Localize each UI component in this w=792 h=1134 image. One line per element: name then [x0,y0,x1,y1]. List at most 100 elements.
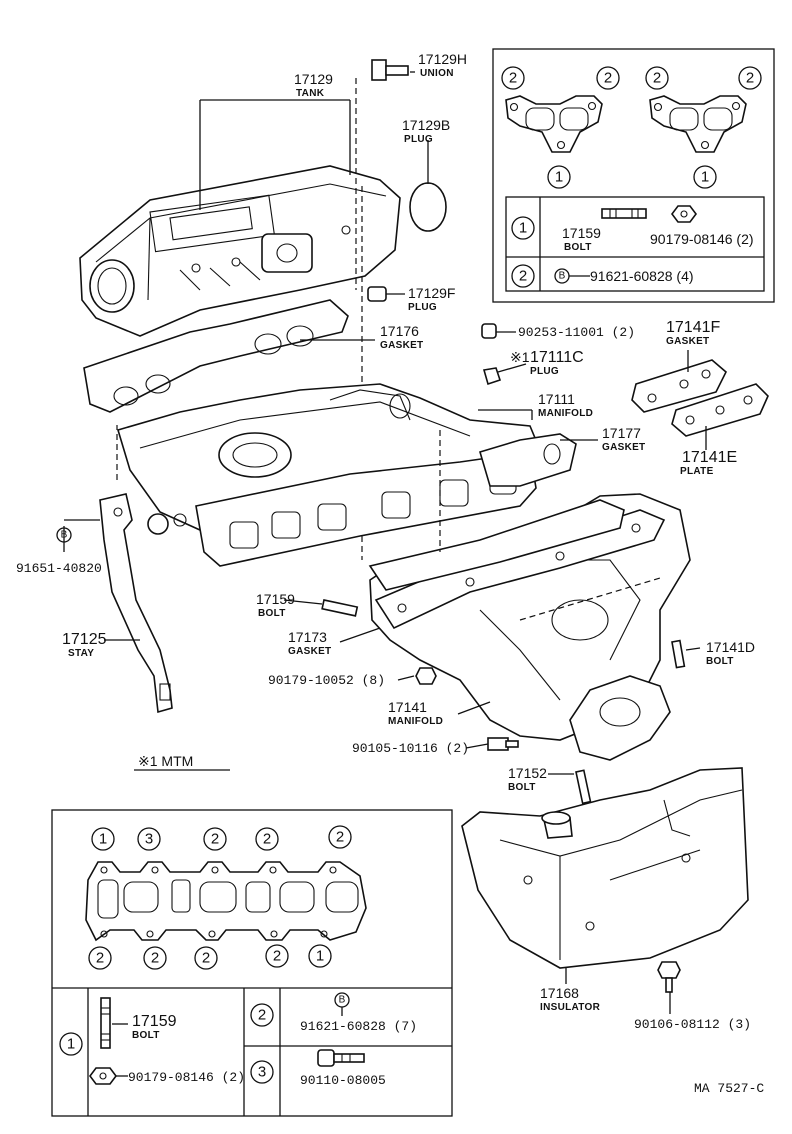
plug-17129f [367,286,387,302]
label-17111c: 17111C [530,349,584,366]
label-17159-sub: BOLT [258,608,286,619]
gasket-17141f [631,359,727,413]
label-90105: 90105-10116 (2) [352,741,469,756]
bl-top-circle-5: 2 [336,829,344,846]
label-17168-sub: INSULATOR [540,1002,601,1013]
label-17125: 17125 [62,631,107,648]
label-17141f: 17141F [666,319,720,336]
label-17152-sub: BOLT [508,782,536,793]
inset-nut-pn: 90179-08146 (2) [650,231,754,247]
bl-nut-icon [89,1067,117,1085]
plug-17129b [409,182,447,232]
bl-bolt-sub: BOLT [132,1030,160,1041]
bl-row3-key: 3 [258,1064,266,1081]
inset-circle-2-c: 2 [653,70,661,87]
label-17141f-sub: GASKET [666,336,709,347]
label-17173-sub: GASKET [288,646,331,657]
inset-circle-2-a: 2 [509,70,517,87]
label-17152: 17152 [508,765,547,781]
label-17129h-sub: UNION [420,68,454,79]
inset-frame [492,48,775,303]
bl-intake-gasket [85,861,367,942]
label-17141d: 17141D [706,639,755,655]
b-marker-91651: B [61,530,68,541]
bl-row1-key: 1 [67,1036,75,1053]
union-17129h [371,59,409,81]
label-17173: 17173 [288,629,327,645]
label-17141: 17141 [388,699,427,715]
inset-circle-1-b: 1 [701,169,709,186]
bl-stud-bolt-icon [100,997,111,1049]
bl-nut-pn: 90179-08146 (2) [128,1070,245,1085]
label-17129f: 17129F [408,285,455,301]
inset-bolt-pn: 17159 [562,225,601,241]
label-90179-10052: 90179-10052 (8) [268,673,385,688]
label-90253: 90253-11001 (2) [518,325,635,340]
bolt-17159-main [321,599,359,617]
drawing-code: MA 7527-C [694,1081,764,1096]
inset-row2-key: 2 [519,268,527,285]
bl-bot-circle-1: 2 [96,950,104,967]
label-17177: 17177 [602,425,641,441]
label-mtm-note: ※1 MTM [138,753,193,769]
label-17129b: 17129B [402,117,450,133]
label-17111: 17111 [538,391,575,407]
label-17111c-mark: ※1 [510,349,530,365]
insulator-17168 [461,767,749,969]
bl-bolt-pn: 17159 [132,1013,177,1030]
inset-table [505,196,765,292]
inset-circle-2-b: 2 [604,70,612,87]
bl-top-circle-3: 2 [211,831,219,848]
label-17168: 17168 [540,985,579,1001]
label-17141e: 17141E [682,449,737,466]
inset-b-marker: B [559,271,566,282]
bl-top-circle-4: 2 [263,831,271,848]
label-17176-sub: GASKET [380,340,423,351]
label-17176: 17176 [380,323,419,339]
nut-90179-10052 [415,667,437,685]
inset-intake-gasket-detail: 1 3 2 2 2 2 2 2 2 1 1 2 3 17159 [51,809,453,1117]
label-17111-sub: MANIFOLD [538,408,593,419]
bl-row3-pn: 90110-08005 [300,1073,386,1088]
label-17125-sub: STAY [68,648,94,659]
bl-flange-bolt-icon [317,1049,365,1067]
inset-frame-bottom [51,809,453,1117]
inset-bolt-sub: BOLT [564,242,592,253]
label-17129b-sub: PLUG [404,134,433,145]
bl-bot-circle-3: 2 [202,950,210,967]
gasket-17173 [368,499,625,591]
inset-circle-1-a: 1 [555,169,563,186]
label-17177-sub: GASKET [602,442,645,453]
bl-bot-circle-2: 2 [151,950,159,967]
inset-row2-pn: 91621-60828 (4) [590,268,694,284]
label-17159: 17159 [256,591,295,607]
surge-tank [79,165,401,337]
gasket-17177 [479,433,577,487]
bl-bot-circle-4: 2 [273,948,281,965]
intake-manifold-17111 [117,383,542,567]
label-17141e-sub: PLATE [680,466,714,477]
bl-top-circle-1: 1 [99,831,107,848]
label-90106: 90106-08112 (3) [634,1017,751,1032]
label-17141d-sub: BOLT [706,656,734,667]
label-17141-sub: MANIFOLD [388,716,443,727]
bolt-17141d [671,639,686,669]
bl-top-circle-2: 3 [145,831,153,848]
label-17129h: 17129H [418,51,467,67]
stud-bolt-icon [601,208,647,219]
bolt-90106 [657,961,681,993]
bl-row2-key: 2 [258,1007,266,1024]
label-17129-sub: TANK [296,88,325,99]
nut-icon [671,205,697,223]
inset-exhaust-gasket-detail: 2 2 2 2 1 1 1 2 17159 BOLT 90179-08146 (… [492,48,775,303]
bl-bot-circle-5: 1 [316,948,324,965]
label-17129f-sub: PLUG [408,302,437,313]
bolt-90253 [481,323,497,339]
label-91651: 91651-40820 [16,561,102,576]
label-17129: 17129 [294,71,333,87]
label-17111c-sub: PLUG [530,366,559,377]
plate-17141e [671,383,769,437]
inset-row1-key: 1 [519,220,527,237]
bolt-17152 [575,769,592,805]
